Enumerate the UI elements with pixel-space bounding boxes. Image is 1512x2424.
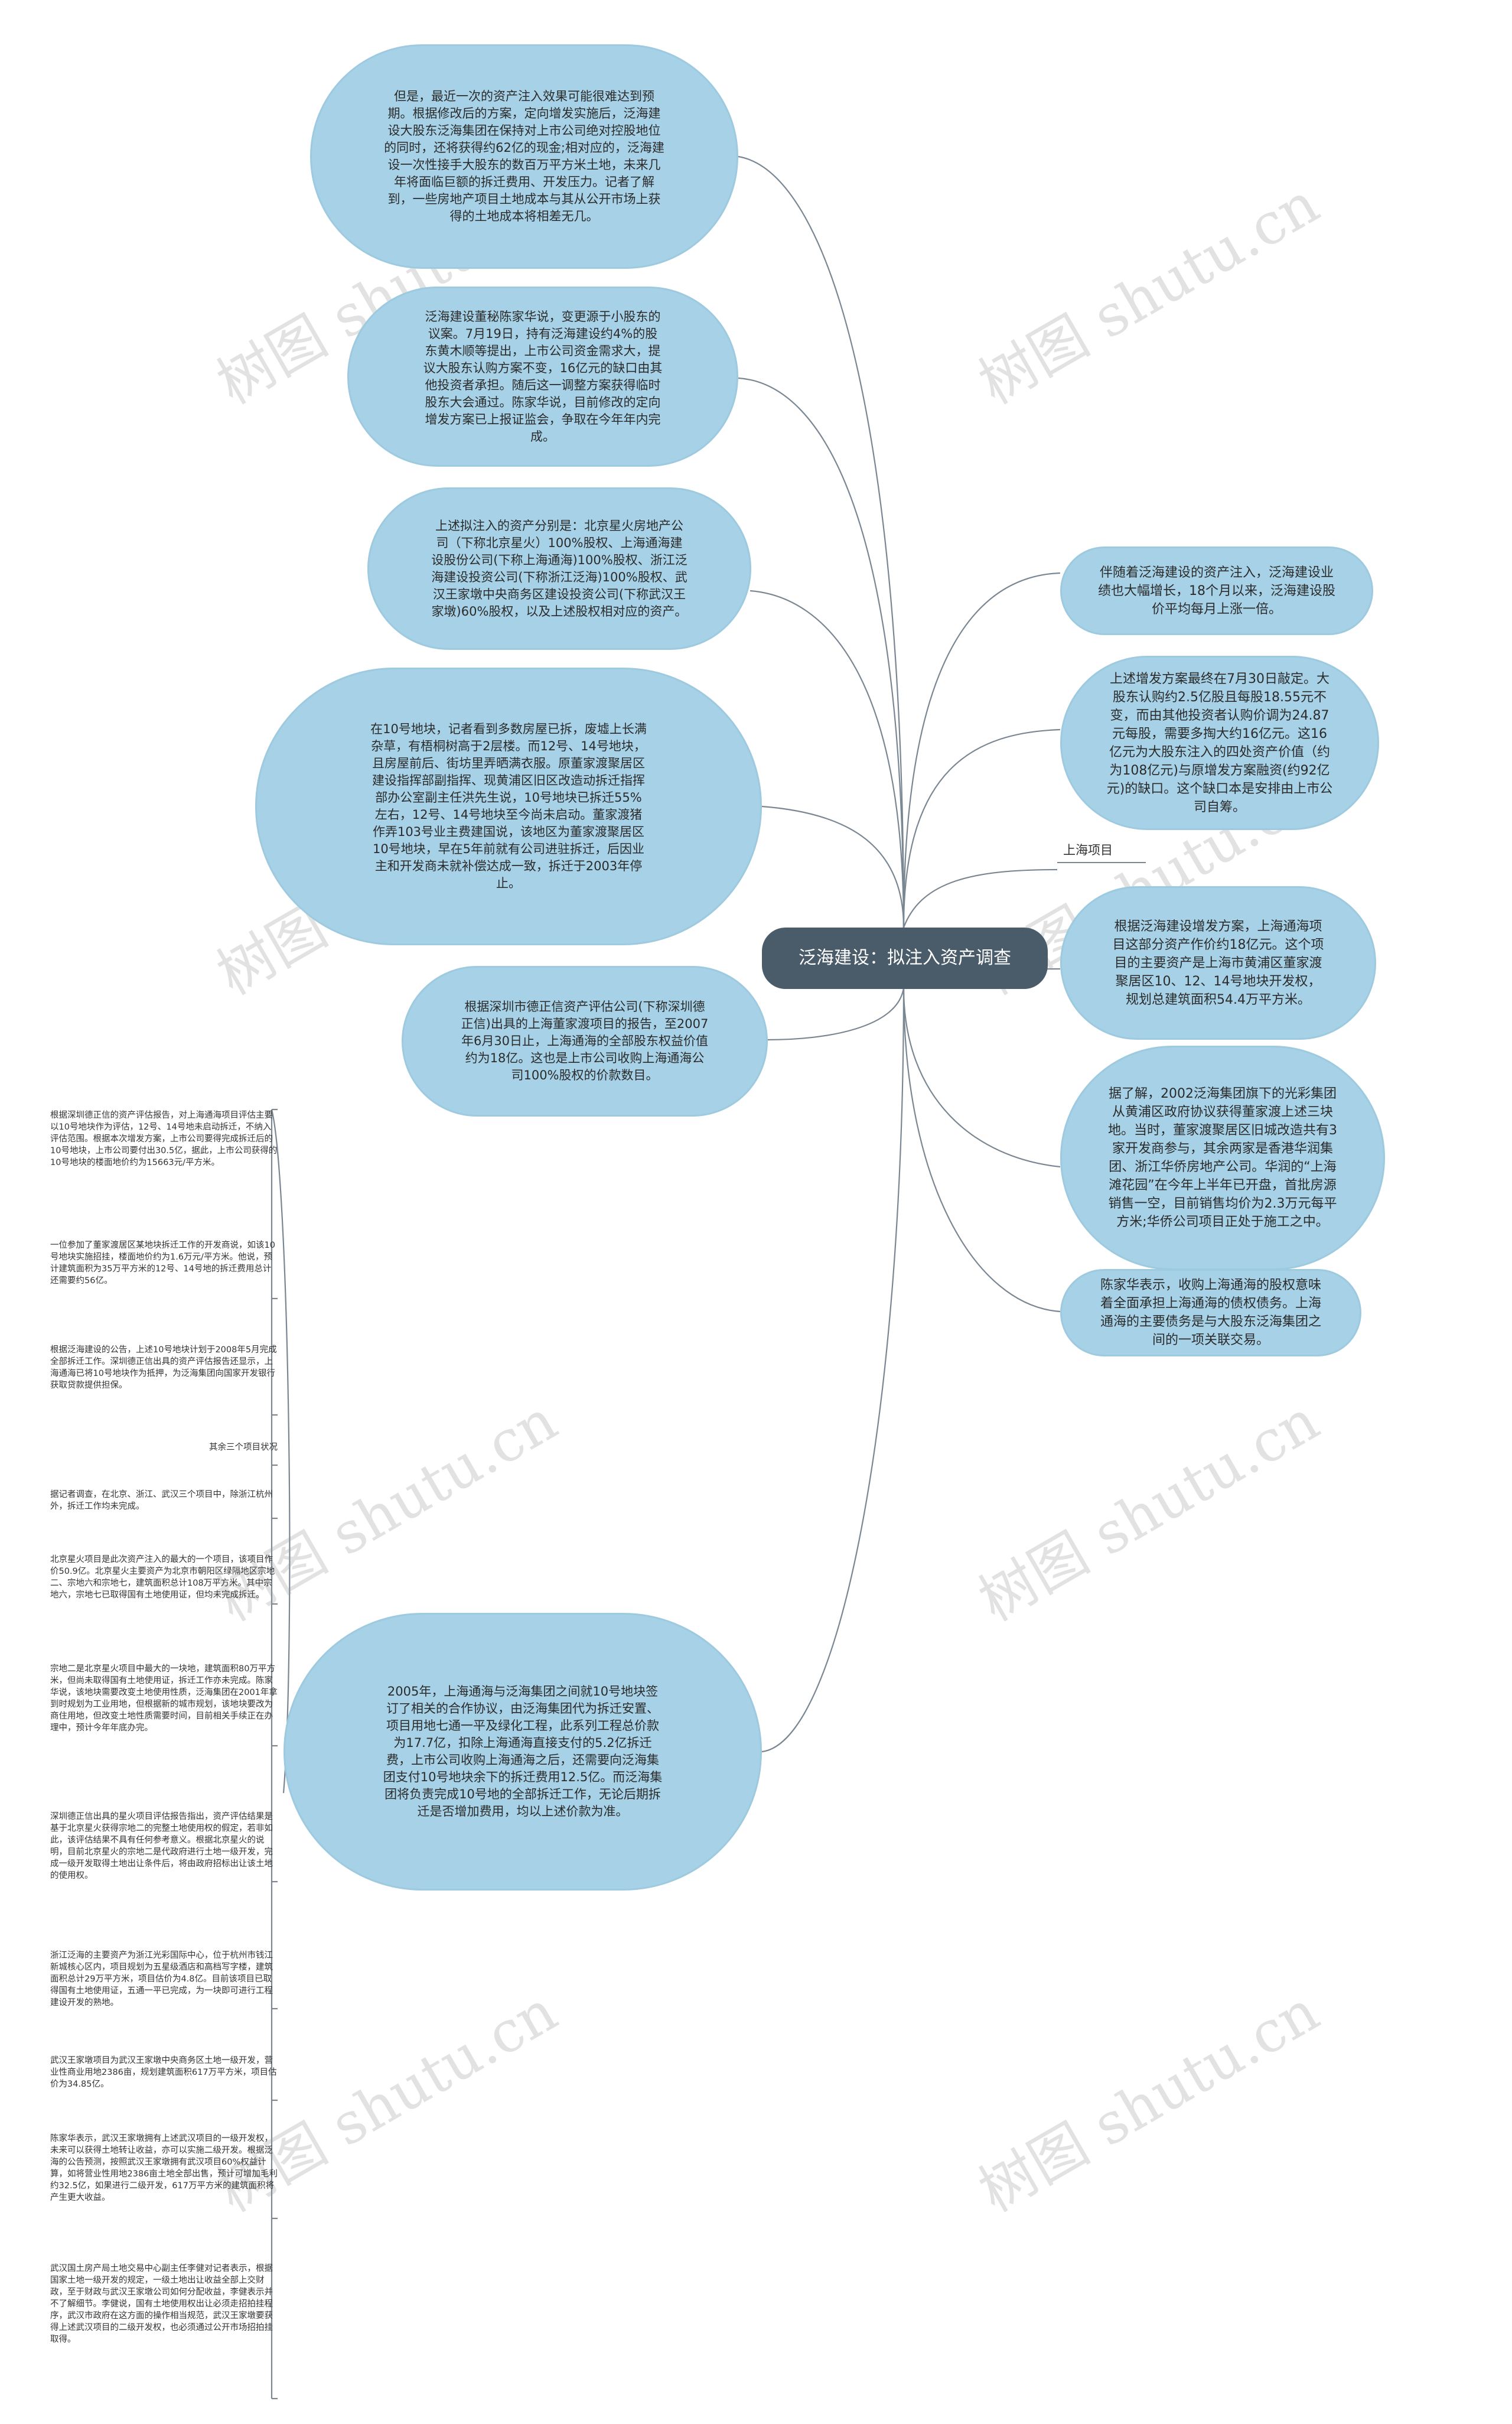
connector-right-3 [902, 868, 1058, 928]
note-12: 武汉国土房产局土地交易中心副主任李健对记者表示，根据国家土地一级开发的规定，一级… [50, 2263, 278, 2345]
note-8-text: 深圳德正信出具的星火项目评估报告指出，资产评估结果是基于北京星火获得宗地二的完整… [50, 1812, 273, 1880]
note-6: 北京星火项目是此次资产注入的最大的一个项目，该项目作价50.9亿。北京星火主要资… [50, 1554, 278, 1601]
connector-left-1 [738, 155, 905, 928]
left-node-2[interactable]: 泛海建设董秘陈家华说，变更源于小股东的议案。7月19日，持有泛海建设约4%的股东… [347, 287, 738, 467]
left-node-6[interactable]: 2005年，上海通海与泛海集团之间就10号地块签订了相关的合作协议，由泛海集团代… [284, 1613, 762, 1891]
note-4-heading: 其余三个项目状况 [50, 1442, 278, 1453]
connector-right-6 [902, 987, 1061, 1313]
note-ticks [272, 1108, 278, 2400]
central-topic-label: 泛海建设：拟注入资产调查 [799, 948, 1011, 968]
left-node-1[interactable]: 但是，最近一次的资产注入效果可能很难达到预期。根据修改后的方案，定向增发实施后，… [310, 44, 738, 269]
note-5-text: 据记者调查，在北京、浙江、武汉三个项目中，除浙江杭州外，拆迁工作均未完成。 [50, 1490, 273, 1511]
right-node-5[interactable]: 陈家华表示，收购上海通海的股权意味着全面承担上海通海的债权债务。上海通海的主要债… [1060, 1269, 1361, 1356]
note-4-text: 其余三个项目状况 [209, 1443, 278, 1452]
right-node-3[interactable]: 根据泛海建设增发方案，上海通海项目这部分资产作价约18亿元。这个项目的主要资产是… [1060, 886, 1376, 1040]
note-3-text: 根据泛海建设的公告，上述10号地块计划于2008年5月完成全部拆迁工作。深圳德正… [50, 1345, 277, 1390]
left-node-2-text: 泛海建设董秘陈家华说，变更源于小股东的议案。7月19日，持有泛海建设约4%的股东… [423, 309, 663, 444]
connector-left-5 [767, 987, 905, 1041]
connector-left-6 [761, 987, 905, 1753]
left-node-6-text: 2005年，上海通海与泛海集团之间就10号地块签订了相关的合作协议，由泛海集团代… [383, 1684, 663, 1818]
note-9: 浙江泛海的主要资产为浙江光彩国际中心，位于杭州市钱江新城核心区内，项目规划为五星… [50, 1950, 278, 2009]
note-2: 一位参加了董家渡居区某地块拆迁工作的开发商说，如该10号地块实施招挂，楼面地价约… [50, 1239, 278, 1287]
right-node-1-text: 伴随着泛海建设的资产注入，泛海建设业绩也大幅增长，18个月以来，泛海建设股价平均… [1098, 565, 1335, 617]
central-topic[interactable]: 泛海建设：拟注入资产调查 [762, 928, 1048, 989]
note-1-text: 根据深圳德正信的资产评估报告，对上海通海项目评估主要以10号地块作为评估，12号… [50, 1111, 278, 1167]
note-7: 宗地二是北京星火项目中最大的一块地，建筑面积80万平方米，但尚未取得国有土地使用… [50, 1663, 278, 1734]
note-10-text: 武汉王家墩项目为武汉王家墩中央商务区土地一级开发，营业性商业用地2386亩，规划… [50, 2056, 277, 2089]
right-node-2[interactable]: 上述增发方案最终在7月30日敲定。大股东认购约2.5亿股且每股18.55元不变，… [1060, 656, 1379, 830]
left-node-3[interactable]: 上述拟注入的资产分别是：北京星火房地产公司（下称北京星火）100%股权、上海通海… [367, 487, 751, 650]
right-node-2-text: 上述增发方案最终在7月30日敲定。大股东认购约2.5亿股且每股18.55元不变，… [1106, 671, 1333, 815]
connector-right-2 [902, 728, 1061, 928]
connector-left-4 [761, 805, 905, 928]
note-10: 武汉王家墩项目为武汉王家墩中央商务区土地一级开发，营业性商业用地2386亩，规划… [50, 2055, 278, 2090]
note-1: 根据深圳德正信的资产评估报告，对上海通海项目评估主要以10号地块作为评估，12号… [50, 1109, 278, 1169]
note-7-text: 宗地二是北京星火项目中最大的一块地，建筑面积80万平方米，但尚未取得国有土地使用… [50, 1664, 278, 1733]
note-9-text: 浙江泛海的主要资产为浙江光彩国际中心，位于杭州市钱江新城核心区内，项目规划为五星… [50, 1951, 273, 2007]
right-node-4[interactable]: 据了解，2002泛海集团旗下的光彩集团从黄浦区政府协议获得董家渡上述三块地。当时… [1060, 1046, 1385, 1270]
left-node-1-text: 但是，最近一次的资产注入效果可能很难达到预期。根据修改后的方案，定向增发实施后，… [384, 89, 664, 223]
right-node-4-text: 据了解，2002泛海集团旗下的光彩集团从黄浦区政府协议获得董家渡上述三块地。当时… [1108, 1086, 1337, 1229]
note-2-text: 一位参加了董家渡居区某地块拆迁工作的开发商说，如该10号地块实施招挂，楼面地价约… [50, 1241, 275, 1286]
left-node-5-text: 根据深圳市德正信资产评估公司(下称深圳德正信)出具的上海董家渡项目的报告，至20… [461, 1000, 709, 1082]
note-5: 据记者调查，在北京、浙江、武汉三个项目中，除浙江杭州外，拆迁工作均未完成。 [50, 1489, 278, 1512]
connector-right-5 [902, 987, 1061, 1168]
left-node-5[interactable]: 根据深圳市德正信资产评估公司(下称深圳德正信)出具的上海董家渡项目的报告，至20… [402, 966, 768, 1117]
label-node-shanghai[interactable]: 上海项目 [1057, 842, 1146, 863]
left-node-3-text: 上述拟注入的资产分别是：北京星火房地产公司（下称北京星火）100%股权、上海通海… [431, 518, 687, 619]
connector-left-2 [738, 377, 905, 928]
label-node-shanghai-text: 上海项目 [1063, 843, 1113, 857]
connector-left-3 [750, 590, 905, 928]
left-node-4[interactable]: 在10号地块，记者看到多数房屋已拆，废墟上长满杂草，有梧桐树高于2层楼。而12号… [255, 668, 762, 945]
connector-bubble6-notes [271, 1109, 291, 1794]
right-node-3-text: 根据泛海建设增发方案，上海通海项目这部分资产作价约18亿元。这个项目的主要资产是… [1112, 919, 1324, 1007]
left-node-4-text: 在10号地块，记者看到多数房屋已拆，废墟上长满杂草，有梧桐树高于2层楼。而12号… [370, 722, 647, 890]
right-node-5-text: 陈家华表示，收购上海通海的股权意味着全面承担上海通海的债权债务。上海通海的主要债… [1100, 1278, 1321, 1348]
note-11-text: 陈家华表示，武汉王家墩拥有上述武汉项目的一级开发权，未来可以获得土地转让收益，亦… [50, 2134, 278, 2202]
note-8: 深圳德正信出具的星火项目评估报告指出，资产评估结果是基于北京星火获得宗地二的完整… [50, 1811, 278, 1882]
note-12-text: 武汉国土房产局土地交易中心副主任李健对记者表示，根据国家土地一级开发的规定，一级… [50, 2264, 273, 2344]
right-node-1[interactable]: 伴随着泛海建设的资产注入，泛海建设业绩也大幅增长，18个月以来，泛海建设股价平均… [1060, 546, 1373, 635]
note-3: 根据泛海建设的公告，上述10号地块计划于2008年5月完成全部拆迁工作。深圳德正… [50, 1344, 278, 1391]
connector-right-1 [902, 572, 1061, 928]
note-6-text: 北京星火项目是此次资产注入的最大的一个项目，该项目作价50.9亿。北京星火主要资… [50, 1555, 275, 1600]
note-11: 陈家华表示，武汉王家墩拥有上述武汉项目的一级开发权，未来可以获得土地转让收益，亦… [50, 2133, 278, 2204]
